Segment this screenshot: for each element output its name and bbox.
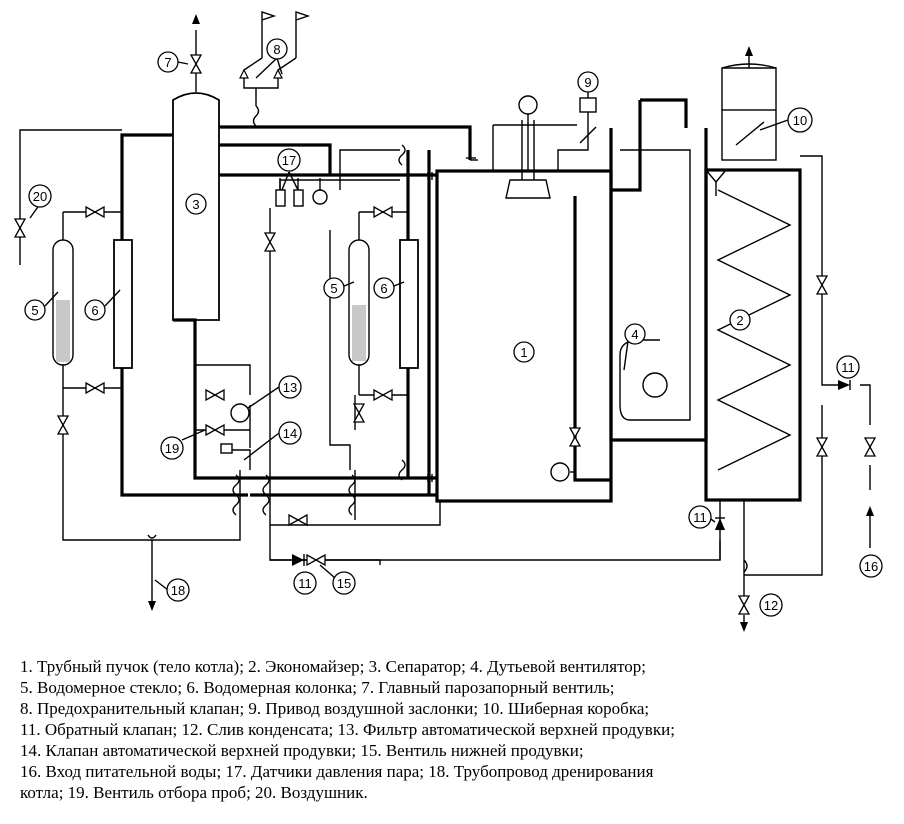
check-valve-icon [292,380,851,566]
svg-text:14: 14 [283,426,297,441]
svg-text:4: 4 [631,327,638,342]
fan-motor [550,462,570,482]
svg-text:8: 8 [273,42,280,57]
svg-text:17: 17 [282,153,296,168]
svg-text:5: 5 [330,281,337,296]
legend-line: котла; 19. Вентиль отбора проб; 20. Возд… [20,783,368,802]
gauge-glass-right [348,212,370,395]
steam-outlet-arrow-icon [192,14,200,24]
callout-16: 16 [859,554,883,578]
legend-line: 8. Предохранительный клапан; 9. Привод в… [20,699,650,718]
flange-marks [427,157,476,482]
callout-6-right: 6 [373,277,395,299]
blower-fan [609,98,708,442]
legend: 1. Трубный пучок (тело котла); 2. Эконом… [20,656,900,803]
svg-text:1: 1 [520,345,527,360]
svg-text:3: 3 [192,197,199,212]
callout-10: 10 [787,107,813,133]
callout-leaders [29,57,789,591]
callout-2: 2 [729,309,751,331]
callout-17: 17 [277,148,301,172]
air-damper-drive [557,97,597,171]
callout-20: 20 [28,184,52,208]
pipe-crossovers [147,105,748,573]
svg-text:11: 11 [693,510,707,525]
gauge-glass-left [52,212,74,388]
svg-text:13: 13 [283,380,297,395]
callout-1: 1 [513,341,535,363]
callout-8: 8 [266,38,288,60]
boiler-body [435,169,613,503]
callout-13: 13 [278,375,302,399]
callout-5-left: 5 [24,299,46,321]
legend-line: 11. Обратный клапан; 12. Слив конденсата… [20,720,675,739]
svg-text:2: 2 [736,313,743,328]
callout-11-c: 11 [836,355,860,379]
svg-text:15: 15 [337,576,351,591]
callout-4: 4 [624,323,646,345]
blowdown-valve-body [220,443,233,454]
callout-19: 19 [160,436,184,460]
burner [492,95,577,199]
svg-text:5: 5 [31,303,38,318]
gauge-column-left [113,239,133,369]
blowdown-filter [230,403,250,423]
legend-line: 5. Водомерное стекло; 6. Водомерная коло… [20,678,615,697]
svg-text:12: 12 [764,598,778,613]
svg-text:11: 11 [841,360,855,375]
callout-7: 7 [157,51,179,73]
callout-11-b: 11 [293,571,317,595]
pressure-sensors [269,178,328,230]
legend-line: 14. Клапан автоматической верхней продув… [20,741,584,760]
svg-text:11: 11 [298,576,312,591]
callout-18: 18 [166,578,190,602]
feedwater-arrow-icon [866,506,874,516]
callout-12: 12 [759,593,783,617]
callout-15: 15 [332,571,356,595]
svg-text:16: 16 [864,559,878,574]
drain-arrow-icon [148,601,156,611]
economizer [704,168,802,502]
svg-text:20: 20 [33,189,47,204]
callout-5-right: 5 [323,277,345,299]
callout-9: 9 [577,71,599,93]
legend-line: 1. Трубный пучок (тело котла); 2. Эконом… [20,657,647,676]
gauge-column-right [399,239,419,369]
svg-text:6: 6 [91,303,98,318]
svg-text:9: 9 [584,75,591,90]
callout-3: 3 [185,193,207,215]
svg-text:6: 6 [380,281,387,296]
svg-text:10: 10 [793,113,807,128]
callout-6-left: 6 [84,299,106,321]
condensate-arrow-icon [740,622,748,632]
economizer-link [573,196,611,482]
callout-11-a: 11 [688,505,712,529]
svg-text:7: 7 [164,55,171,70]
damper-box [721,63,777,161]
callout-14: 14 [278,421,302,445]
lower-return [173,318,437,480]
boiler-schematic: 1 2 3 4 5 5 6 6 7 8 9 10 [14,11,883,632]
svg-text:18: 18 [171,583,185,598]
svg-text:19: 19 [165,441,179,456]
safety-valves [239,11,311,106]
legend-line: 16. Вход питательной воды; 17. Датчики д… [20,762,654,781]
valve-icon [14,54,876,615]
steam-line [219,125,472,160]
